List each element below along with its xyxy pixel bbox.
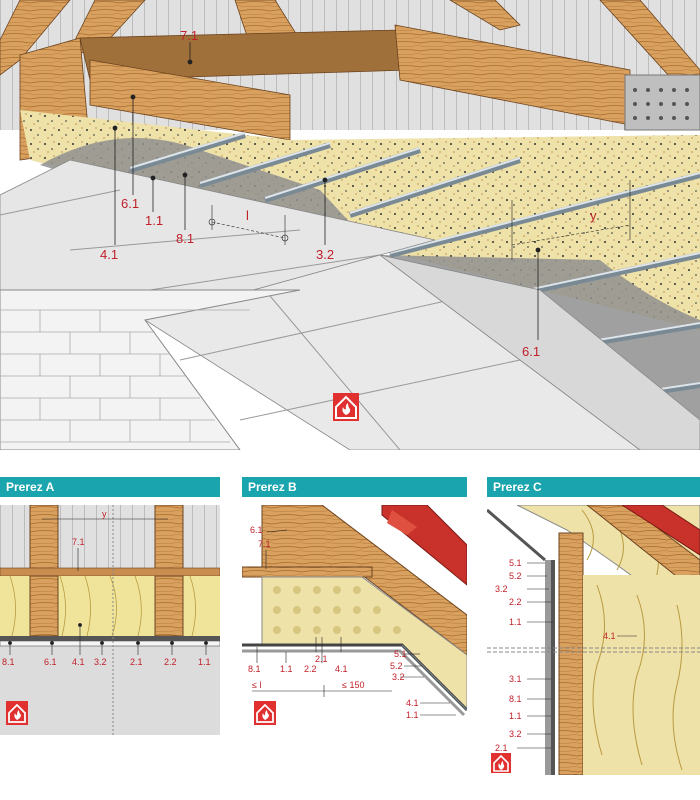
b-label-1-1-bottom: 1.1: [406, 710, 419, 720]
c-label-3-2-lower: 3.2: [509, 729, 522, 739]
c-label-5-2: 5.2: [509, 571, 522, 581]
section-a-header: Prerez A: [0, 477, 220, 497]
b-label-2-2: 2.2: [304, 664, 317, 674]
b-fire-icon: [254, 701, 276, 725]
label-6-1: 6.1: [121, 196, 139, 211]
a-label-8-1: 8.1: [2, 657, 15, 667]
section-c-drawing: 5.1 5.2 3.2 2.2 1.1 4.1 3.1 8.1 1.1 3.2 …: [487, 505, 700, 775]
fire-protection-icon: [333, 393, 359, 421]
label-8-1: 8.1: [176, 231, 194, 246]
a-label-6-1: 6.1: [44, 657, 57, 667]
main-illustration: 7.1 6.1 1.1 8.1 4.1 3.2 6.1 l y: [0, 0, 700, 450]
a-label-2-2: 2.2: [164, 657, 177, 667]
c-label-5-1: 5.1: [509, 558, 522, 568]
c-label-4-1: 4.1: [603, 631, 616, 641]
label-1-1: 1.1: [145, 213, 163, 228]
a-label-1-1: 1.1: [198, 657, 211, 667]
label-3-2: 3.2: [316, 247, 334, 262]
b-label-2-1: 2.1: [315, 654, 328, 664]
section-b-drawing: 6.1 7.1 8.1 1.1 2.2 2.1 4.1 5.1 5.2 3.2 …: [242, 505, 467, 735]
section-c-header: Prerez C: [487, 477, 700, 497]
b-label-4-1-bottom: 4.1: [406, 698, 419, 708]
b-label-1-1: 1.1: [280, 664, 293, 674]
a-label-3-2: 3.2: [94, 657, 107, 667]
section-a-drawing: y 7.1 8.1 6.1 4.1 3.2 2.1 2.2 1.1: [0, 505, 220, 735]
c-fire-icon: [491, 753, 511, 773]
a-label-2-1: 2.1: [130, 657, 143, 667]
b-label-6-1: 6.1: [250, 525, 263, 535]
a-label-4-1: 4.1: [72, 657, 85, 667]
b-label-3-2: 3.2: [392, 672, 405, 682]
a-label-y: y: [102, 509, 107, 519]
b-label-7-1: 7.1: [258, 539, 271, 549]
dimension-y: y: [590, 208, 597, 223]
b-dim-le-150: ≤ 150: [342, 680, 364, 690]
c-label-1-1-lower: 1.1: [509, 711, 522, 721]
label-4-1: 4.1: [100, 247, 118, 262]
c-label-1-1: 1.1: [509, 617, 522, 627]
label-6-1-right: 6.1: [522, 344, 540, 359]
brick-wall: [0, 289, 301, 450]
c-label-3-1: 3.1: [509, 674, 522, 684]
section-b-header: Prerez B: [242, 477, 467, 497]
dimension-l: l: [246, 208, 249, 223]
c-label-2-2: 2.2: [509, 597, 522, 607]
b-label-5-1: 5.1: [394, 649, 407, 659]
a-label-7-1: 7.1: [72, 537, 85, 547]
a-fire-icon: [6, 701, 28, 725]
c-label-3-2: 3.2: [495, 584, 508, 594]
label-7-1: 7.1: [180, 28, 198, 43]
c-label-8-1: 8.1: [509, 694, 522, 704]
b-dim-le-l: ≤ l: [252, 680, 261, 690]
c-label-2-1: 2.1: [495, 743, 508, 753]
sloped-boards: [144, 254, 641, 450]
b-label-8-1: 8.1: [248, 664, 261, 674]
b-label-4-1: 4.1: [335, 664, 348, 674]
b-label-5-2: 5.2: [390, 661, 403, 671]
